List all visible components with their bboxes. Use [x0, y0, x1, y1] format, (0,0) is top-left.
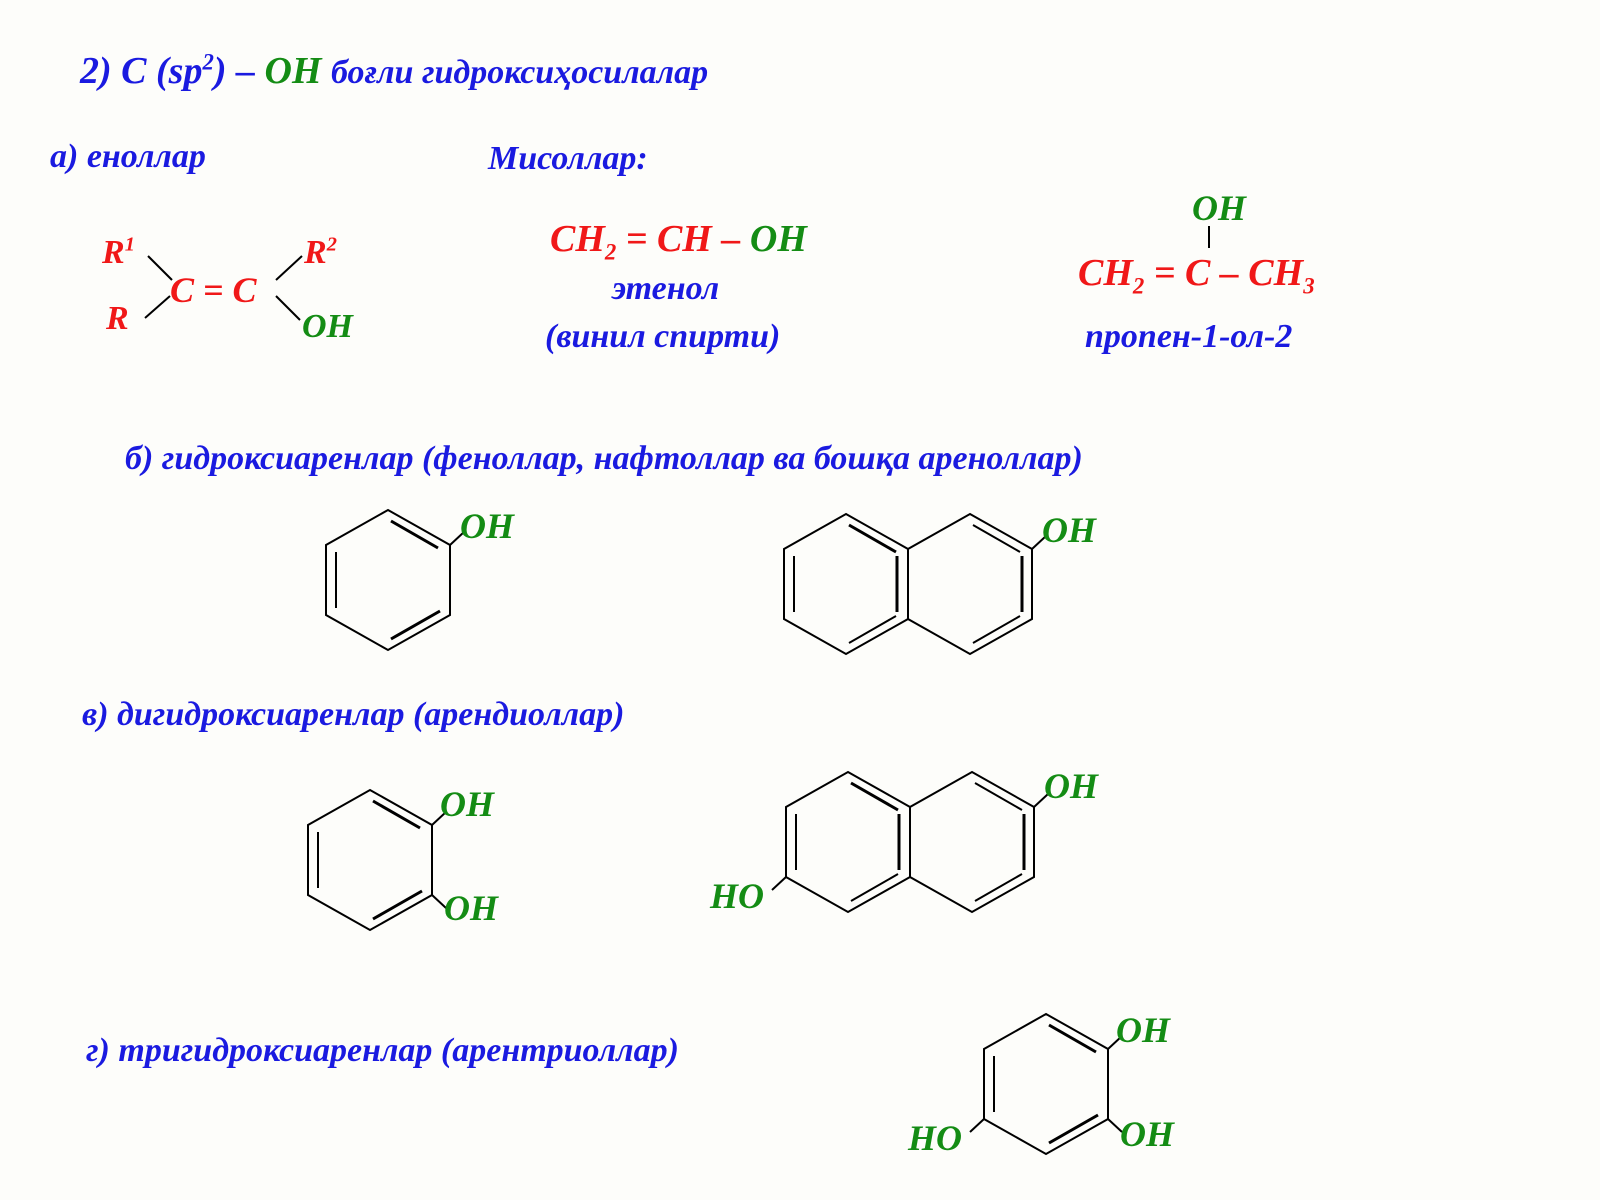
bond-r	[144, 295, 171, 319]
propenol-formula: CH2 = C – CH3	[1078, 252, 1315, 299]
arenetriol-oh-top: OH	[1116, 1010, 1170, 1050]
arenetriol-oh-bottom: OH	[1120, 1114, 1174, 1154]
ethenol-alt-name: (винил спирти)	[545, 318, 781, 355]
examples-label: Мисоллар:	[488, 140, 648, 177]
arenediols-heading: в) дигидроксиаренлар (арендиоллар)	[82, 696, 625, 733]
enol-r: R	[106, 300, 129, 337]
bond-oh	[275, 295, 301, 321]
enol-r2: R2	[304, 233, 337, 271]
arenetriol-ho: HO	[908, 1118, 962, 1158]
title-mid: ) –	[213, 50, 256, 92]
phenol-oh: OH	[460, 506, 514, 546]
catechol-oh-top: OH	[440, 784, 494, 824]
naphthalenediol-rings	[771, 770, 1049, 914]
ethenol-formula: CH2 = CH – OH	[550, 218, 807, 265]
title-sup: 2	[202, 49, 214, 75]
arenols-heading: б) гидроксиаренлар (феноллар, нафтоллар …	[125, 440, 1083, 477]
enol-oh: OH	[302, 308, 353, 345]
arenetriol-ring	[969, 1012, 1123, 1156]
ethenol-oh: OH	[740, 218, 807, 260]
phenol-ring	[325, 508, 465, 652]
page-title: 2) C (sp2) – OH боғли гидроксиҳосилалар	[80, 49, 709, 92]
enols-heading: а) еноллар	[50, 138, 206, 175]
bond-r1	[147, 255, 173, 281]
enol-core: C = C	[170, 270, 257, 310]
title-prefix: 2) C (sp	[80, 50, 203, 92]
ethenol-name: этенол	[612, 270, 720, 307]
naphthalenediol-ho: HO	[710, 876, 764, 916]
bond-r2	[275, 255, 303, 281]
title-rest: боғли гидроксиҳосилалар	[331, 54, 709, 91]
naphthalenediol-oh: OH	[1044, 766, 1098, 806]
propenol-oh: OH	[1192, 188, 1246, 228]
catechol-oh-bottom: OH	[444, 888, 498, 928]
catechol-ring	[307, 788, 447, 932]
title-oh: OH	[264, 50, 322, 92]
arenetriols-heading: г) тригидроксиаренлар (арентриоллар)	[86, 1032, 679, 1069]
propenol-name: пропен-1-ол-2	[1085, 318, 1293, 355]
naphthol-rings	[783, 512, 1047, 656]
enol-r1: R1	[102, 233, 135, 271]
naphthol-oh: OH	[1042, 510, 1096, 550]
